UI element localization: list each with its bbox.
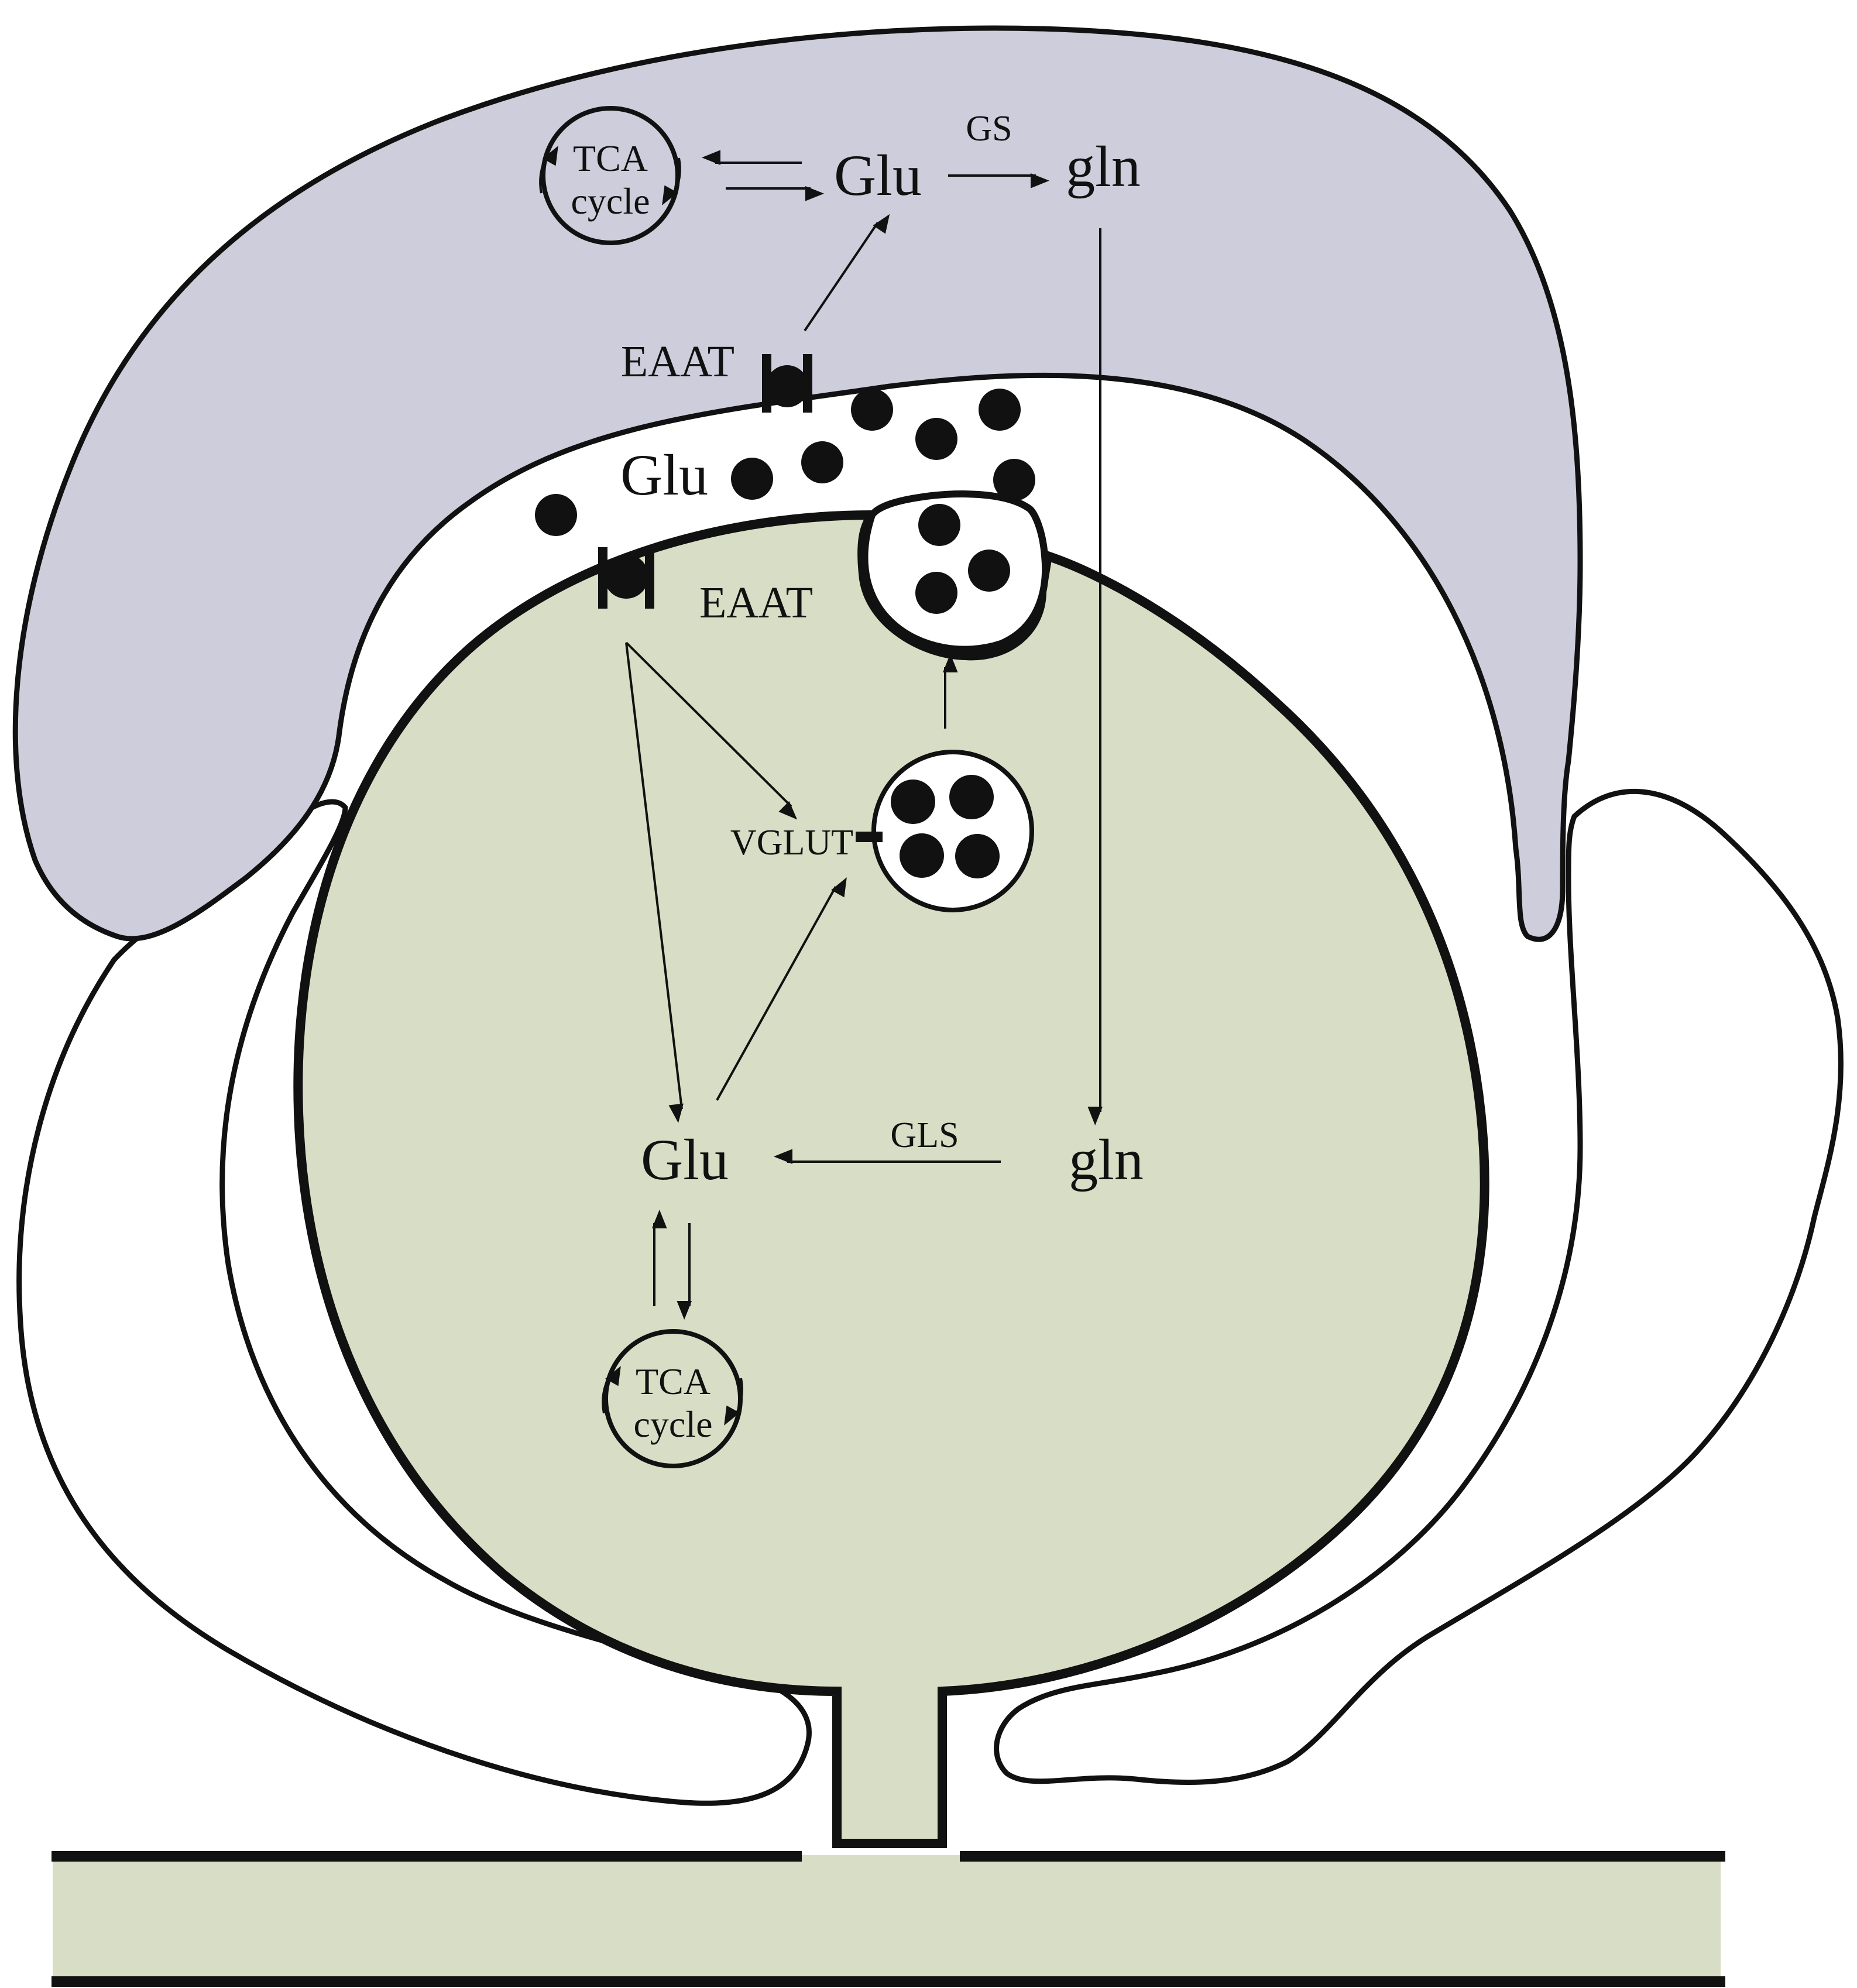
glutamate-dot [604, 554, 648, 599]
glutamate-dot [731, 458, 773, 500]
glutamate-dot [993, 459, 1035, 501]
glutamate-dot [915, 572, 957, 614]
glutamate-dot [968, 550, 1010, 592]
gls-enzyme-label: GLS [890, 1115, 959, 1155]
neuron-glu-label: Glu [641, 1127, 729, 1192]
right-glial-process [994, 788, 1844, 1786]
astrocyte-process [12, 25, 1583, 942]
glutamate-dot [900, 833, 944, 878]
astrocyte-eaat-transporter [762, 354, 812, 413]
glutamate-dot [891, 780, 935, 824]
glutamate-dot [918, 504, 960, 546]
glutamate-dot [801, 441, 843, 483]
astrocyte-tca-cycle [539, 106, 681, 245]
astrocyte-gln-label: gln [1066, 134, 1141, 199]
pathway-arrows [625, 150, 1103, 1320]
glutamate-dot [766, 365, 808, 407]
glutamate-dot [535, 494, 577, 536]
astrocyte-glu-label: Glu [834, 143, 922, 208]
glutamate-dot [979, 389, 1021, 431]
neuron-eaat-transporter [598, 547, 654, 609]
arrow-eaat-to-astro-glu [804, 214, 890, 332]
glutamate-dot [851, 389, 893, 431]
neuron-tca-cycle [602, 1329, 743, 1468]
vglut-label: VGLUT [730, 823, 853, 863]
arrow-glu-to-vesicle [716, 877, 847, 1101]
arrow-eaat-to-neuron-glu [625, 642, 684, 1123]
glutamate-dot [949, 775, 994, 819]
glutamate-dot [915, 418, 957, 460]
cleft-glutamate-dots [535, 365, 1035, 614]
fusing-vesicle [861, 490, 1049, 653]
gs-enzyme-label: GS [966, 109, 1012, 149]
astrocyte-cycle-label: cycle [571, 180, 650, 222]
synaptic-vesicle [856, 750, 1034, 912]
neuron-cycle-label: cycle [634, 1403, 713, 1445]
neuron-eaat-label: EAAT [699, 578, 813, 627]
neuron-tca-label: TCA [636, 1361, 710, 1402]
arrow-eaat-to-vglut [625, 641, 798, 820]
glutamate-dot [955, 834, 1000, 878]
neuron-gln-label: gln [1069, 1127, 1144, 1192]
bottom-shaft [53, 1855, 1721, 1978]
astrocyte-tca-label: TCA [573, 138, 648, 179]
cleft-glu-label: Glu [620, 442, 708, 507]
astrocyte-eaat-label: EAAT [621, 337, 734, 386]
